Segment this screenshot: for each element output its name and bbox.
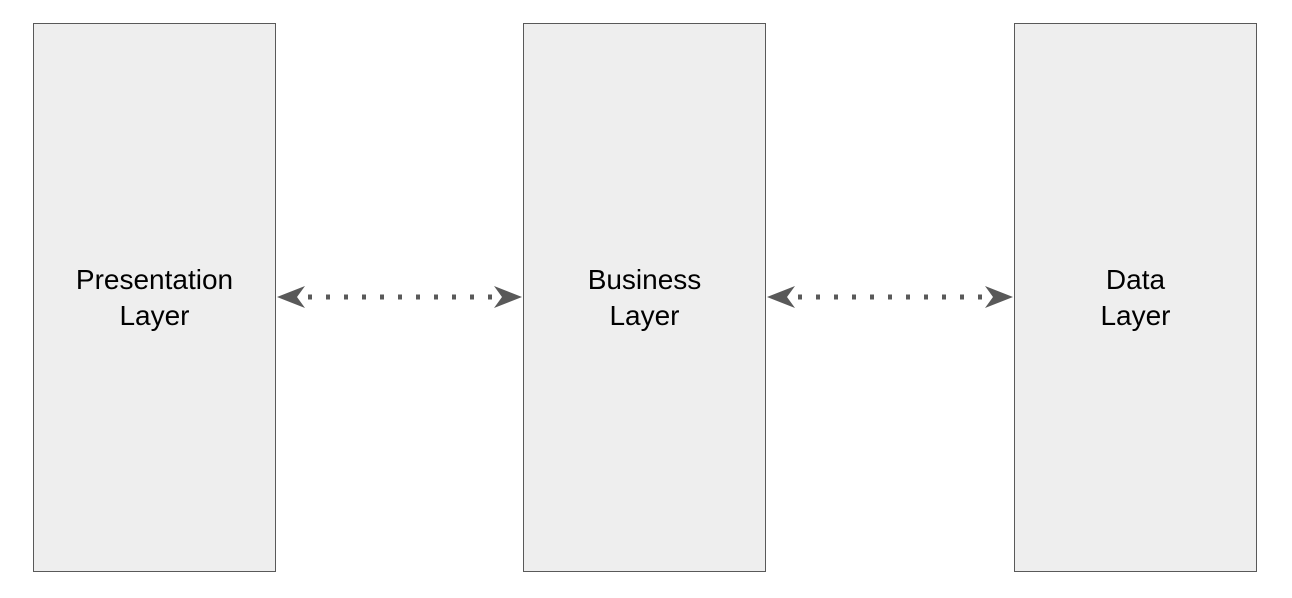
connector-business-data (767, 286, 1013, 308)
data-layer-label: Data Layer (1100, 262, 1170, 334)
business-layer-label-line1: Business (587, 263, 702, 295)
presentation-layer-label-line2: Layer (119, 299, 190, 331)
arrowhead-left-icon (277, 286, 305, 308)
data-layer-label-line2: Layer (1100, 299, 1171, 331)
arrowhead-left-icon (767, 286, 795, 308)
data-layer-box: Data Layer (1014, 23, 1257, 572)
presentation-layer-label-line1: Presentation (75, 263, 234, 295)
data-layer-label-line1: Data (1105, 263, 1166, 295)
business-layer-box: Business Layer (523, 23, 766, 572)
presentation-layer-label: Presentation Layer (76, 262, 233, 334)
arrowhead-right-icon (494, 286, 522, 308)
arrowhead-right-icon (985, 286, 1013, 308)
business-layer-label: Business Layer (588, 262, 702, 334)
business-layer-label-line2: Layer (609, 299, 680, 331)
presentation-layer-box: Presentation Layer (33, 23, 276, 572)
connector-presentation-business (277, 286, 522, 308)
